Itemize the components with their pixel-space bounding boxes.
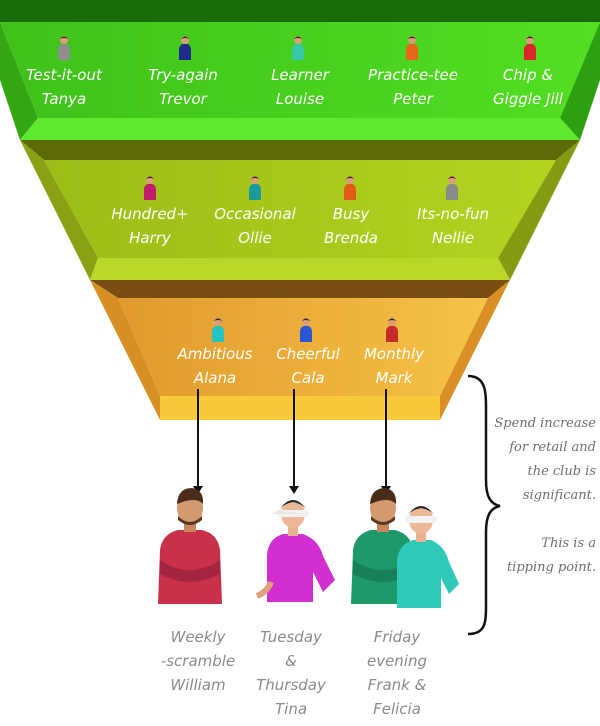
golfer-icon [524,36,536,60]
golfer-icon [249,176,261,200]
label-hundred-plus-harry: Hundred+Harry [111,205,189,247]
persona-frank-felicia-figures [351,488,459,608]
golfer-icon [300,318,312,342]
arrow-cala-to-tina [289,389,299,494]
golfer-icon [386,318,398,342]
golfer-icon [446,176,458,200]
flow-arrows [193,389,391,494]
golfer-icon [406,36,418,60]
golfer-icon [144,176,156,200]
persona-tina-figure [255,500,335,602]
funnel-tier-middle [20,140,580,280]
golfer-icon [212,318,224,342]
golfer-icon [292,36,304,60]
golfer-icon [58,36,70,60]
golfer-icon [344,176,356,200]
funnel-tier-top [0,0,600,140]
golfer-icon [179,36,191,60]
right-curly-brace [467,374,501,636]
golfer-icons [58,36,536,342]
arrow-alana-to-william [193,389,203,494]
persona-william-figure [158,488,222,604]
label-chip-giggle-jill: Chip &Giggle Jill [493,66,563,108]
